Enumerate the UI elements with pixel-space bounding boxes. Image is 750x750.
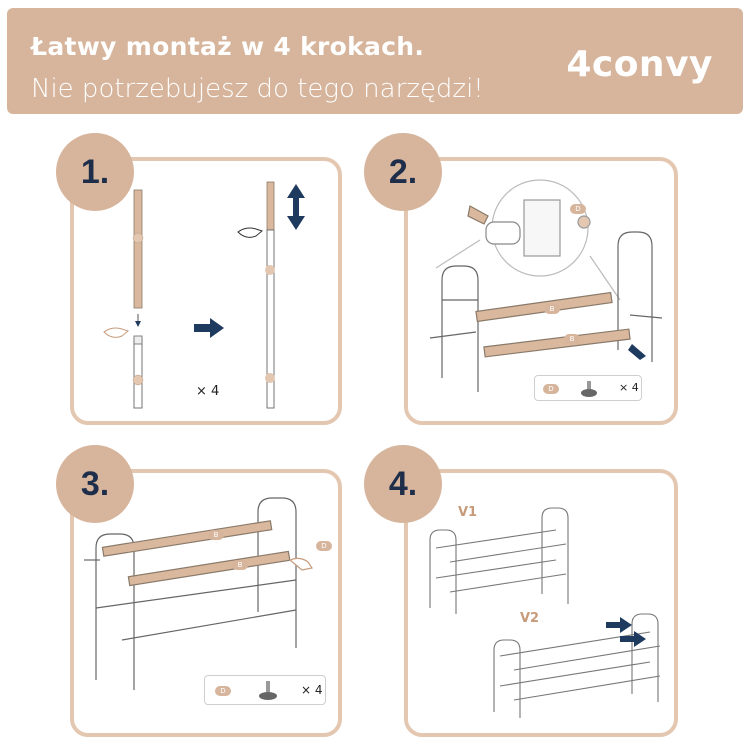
part-tag-d: D [543,384,559,394]
step-1-count-label: × 4 [196,384,220,399]
part-tag-d: D [570,204,586,214]
foot-screw-icon [259,681,277,700]
header-title: Łatwy montaż w 4 krokach. [31,32,425,61]
part-tag-b: B [544,304,560,314]
part-tag-d: D [215,686,231,696]
step-4-badge: 4. [364,445,442,523]
step-number: 2. [388,152,418,191]
step-4-illustration [429,507,661,718]
step-1-illustration [103,181,305,409]
step-2-count-label: × 4 [619,381,639,394]
part-tag-d: D [316,541,332,551]
part-tag-b: B [232,560,248,570]
part-tag-b: B [208,530,224,540]
step-2-parts-legend: D × 4 [534,375,642,401]
foot-screw-icon [581,381,597,397]
step-3-illustration [84,497,331,690]
step-2-badge: 2. [364,133,442,211]
step-3-count-label: × 4 [301,683,323,697]
step-number: 4. [388,464,418,503]
variant-2-label: V2 [520,611,540,626]
step-3-parts-legend: D × 4 [204,675,326,705]
brand-logo: 4convy [566,44,713,85]
header-banner: Łatwy montaż w 4 krokach. Nie potrzebuje… [7,8,743,114]
part-tag-b: B [564,334,580,344]
header-subtitle: Nie potrzebujesz do tego narzędzi! [31,74,484,104]
step-3-badge: 3. [56,445,134,523]
variant-1-label: V1 [458,505,478,520]
step-number: 1. [80,152,110,191]
step-1-badge: 1. [56,133,134,211]
step-4-panel [404,469,678,737]
step-number: 3. [80,464,110,503]
step-2-illustration [429,179,663,392]
